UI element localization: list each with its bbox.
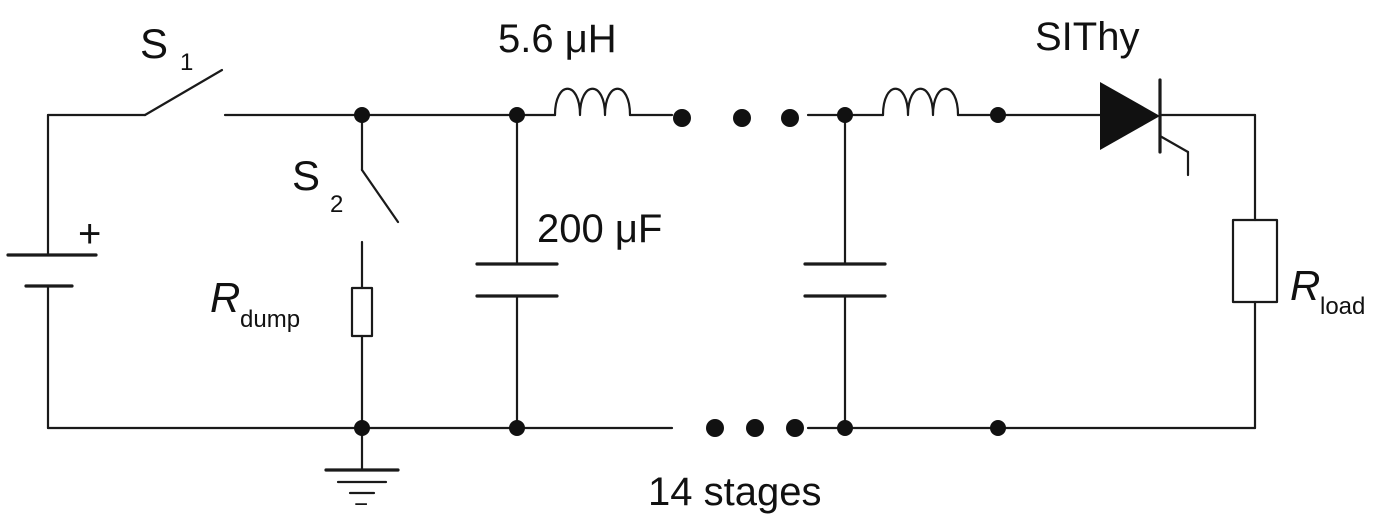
junction-dot (354, 420, 370, 436)
label-capacitance: 200 μF (537, 207, 662, 251)
ellipsis-dot (746, 419, 764, 437)
ellipsis-dot (733, 109, 751, 127)
label-ground-minus: − (354, 491, 368, 518)
inductor-2 (881, 87, 960, 117)
junction-dot (509, 420, 525, 436)
label-s1-sub: 1 (180, 49, 193, 76)
label-s2: S (292, 152, 320, 199)
ellipsis-dot (781, 109, 799, 127)
label-battery-plus: + (78, 212, 101, 256)
inductor-1 (553, 87, 632, 117)
junction-dot (509, 107, 525, 123)
label-r-load-sub: load (1320, 293, 1365, 320)
label-thyristor: SIThy (1035, 15, 1139, 59)
label-r-dump: R (210, 274, 240, 321)
ellipsis-dot (673, 109, 691, 127)
junction-dot (837, 107, 853, 123)
capacitor-1 (475, 113, 559, 430)
junction-dot (990, 420, 1006, 436)
junction-dot (354, 107, 370, 123)
junction-dot (837, 420, 853, 436)
capacitor-2 (803, 113, 887, 430)
label-s1: S (140, 20, 168, 67)
label-r-dump-sub: dump (240, 306, 300, 333)
resistor-dump (350, 286, 374, 338)
battery-symbol (6, 113, 98, 430)
label-stages: 14 stages (648, 470, 821, 514)
switch-s2 (360, 113, 400, 290)
switch-s1 (143, 68, 224, 117)
junction-dot (990, 107, 1006, 123)
ellipsis-dot (706, 419, 724, 437)
ground-symbol (324, 426, 400, 495)
label-s2-sub: 2 (330, 191, 343, 218)
thyristor-symbol (1100, 78, 1190, 177)
ellipsis-dot (786, 419, 804, 437)
label-inductance: 5.6 μH (498, 17, 617, 61)
label-r-load: R (1290, 262, 1320, 309)
resistor-load (1231, 218, 1279, 304)
